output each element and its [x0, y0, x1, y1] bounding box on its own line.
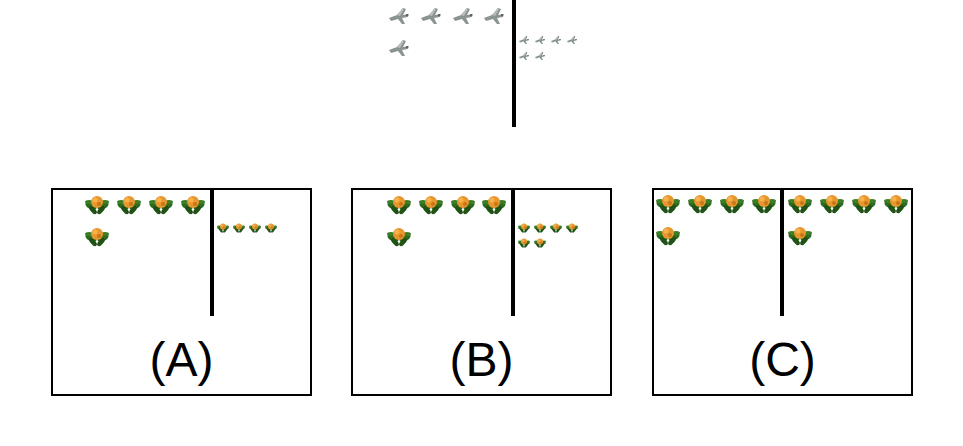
option-label: (A) [53, 336, 310, 384]
option-label: (B) [353, 336, 610, 384]
option-label: (C) [654, 336, 911, 384]
option-a-drawing [84, 189, 277, 316]
option-box: (C) [652, 188, 913, 396]
option-box: (A) [51, 188, 312, 396]
option-c-drawing [655, 189, 908, 316]
option-box: (B) [351, 188, 612, 396]
birds [389, 8, 577, 60]
option-b-drawing [386, 189, 578, 316]
top-divider [512, 0, 516, 127]
